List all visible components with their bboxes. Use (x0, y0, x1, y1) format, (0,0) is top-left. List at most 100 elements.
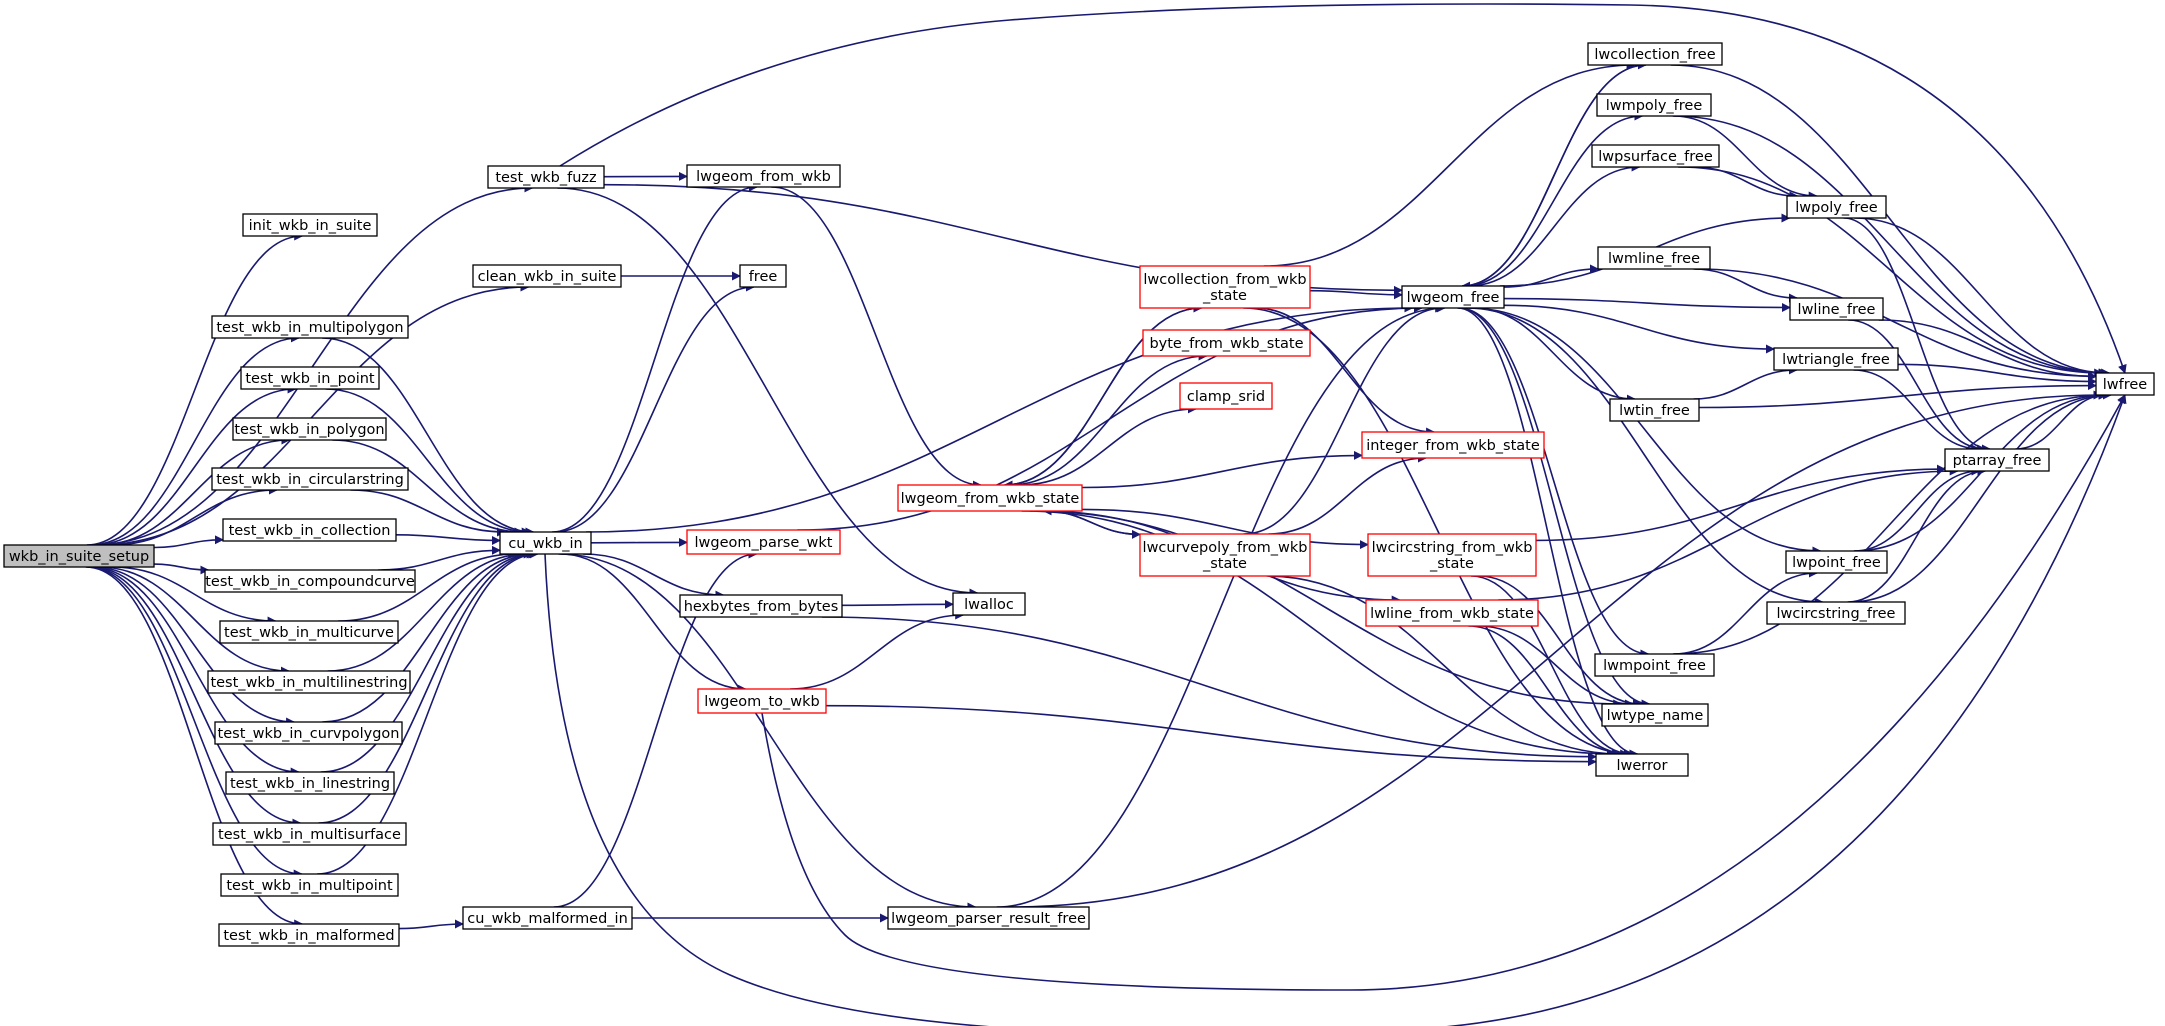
edge-lwgeom_free-to-lwerror (1457, 307, 1639, 759)
node-test-wkb-in-curvpolygon[interactable]: test_wkb_in_curvpolygon (214, 721, 403, 745)
edge-hexbytes_from_bytes-to-lwalloc (841, 599, 954, 609)
node-byte-from-wkb-state[interactable]: byte_from_wkb_state (1142, 329, 1311, 357)
node-lwline-free[interactable]: lwline_free (1789, 297, 1884, 321)
node-lwpsurface-free[interactable]: lwpsurface_free (1591, 144, 1720, 168)
node-box (1179, 382, 1273, 410)
node-label: lwmpoly_free (1606, 98, 1703, 114)
node-box (887, 906, 1090, 930)
node-box (487, 165, 605, 189)
node-free[interactable]: free (739, 264, 787, 288)
node-test-wkb-in-polygon[interactable]: test_wkb_in_polygon (232, 417, 387, 441)
edge-test_wkb_fuzz-to-lwalloc (557, 187, 979, 598)
node-label: test_wkb_in_collection (229, 523, 391, 539)
edge-lwcircstring_free-to-ptarray_free (1847, 466, 1987, 603)
node-lwgeom-parser-result-free[interactable]: lwgeom_parser_result_free (887, 906, 1090, 930)
node-lwerror[interactable]: lwerror (1595, 753, 1689, 777)
edge-lwcollection_from_wkb_state-to-lwerror (1243, 307, 1634, 759)
node-lwcollection-free[interactable]: lwcollection_free (1587, 42, 1723, 66)
node-box (1785, 550, 1888, 574)
node-clamp-srid[interactable]: clamp_srid (1179, 382, 1273, 410)
edge-wkb_in_suite_setup-to-test_wkb_in_multicurve (112, 566, 277, 626)
node-lwcurvepoly-from-wkb-state[interactable]: lwcurvepoly_from_wkb_state (1139, 533, 1311, 577)
node-hexbytes-from-bytes[interactable]: hexbytes_from_bytes (679, 594, 843, 618)
node-lwmpoint-free[interactable]: lwmpoint_free (1594, 653, 1715, 677)
node-test-wkb-in-multipolygon[interactable]: test_wkb_in_multipolygon (211, 315, 409, 339)
node-box (697, 688, 827, 714)
node-test-wkb-in-compoundcurve[interactable]: test_wkb_in_compoundcurve (204, 569, 416, 593)
node-label: ptarray_free (1953, 453, 2042, 469)
node-test-wkb-in-point[interactable]: test_wkb_in_point (240, 366, 380, 390)
node-lwcircstring-free[interactable]: lwcircstring_free (1766, 601, 1906, 625)
edge-wkb_in_suite_setup-to-test_wkb_in_compoundcurve (153, 563, 210, 575)
node-label: test_wkb_in_multilinestring (210, 675, 407, 691)
node-clean-wkb-in-suite[interactable]: clean_wkb_in_suite (472, 264, 622, 288)
node-label: test_wkb_in_multisurface (218, 827, 401, 843)
node-test-wkb-in-multipoint[interactable]: test_wkb_in_multipoint (220, 873, 399, 897)
node-lwpoint-free[interactable]: lwpoint_free (1785, 550, 1888, 574)
node-lwtriangle-free[interactable]: lwtriangle_free (1773, 347, 1899, 371)
node-lwgeom-from-wkb[interactable]: lwgeom_from_wkb (686, 164, 841, 188)
edge-lwcurvepoly_from_wkb_state-to-integer_from_wkb_state (1268, 453, 1427, 535)
node-label: test_wkb_in_multipolygon (216, 320, 403, 336)
edge-test_wkb_in_curvpolygon-to-cu_wkb_in (322, 549, 533, 723)
node-wkb-in-suite-setup[interactable]: wkb_in_suite_setup (3, 544, 155, 568)
node-label: lwcircstring_from_wkb (1372, 540, 1533, 556)
node-cu-wkb-in[interactable]: cu_wkb_in (499, 531, 592, 555)
edge-cu_wkb_malformed_in-to-lwgeom_parse_wkt (553, 549, 758, 908)
node-test-wkb-in-collection[interactable]: test_wkb_in_collection (222, 518, 397, 542)
node-integer-from-wkb-state[interactable]: integer_from_wkb_state (1361, 431, 1545, 459)
edge-wkb_in_suite_setup-to-test_wkb_in_linestring (90, 566, 300, 777)
node-lwcircstring-from-wkb-state[interactable]: lwcircstring_from_wkb_state (1367, 533, 1537, 577)
node-ptarray-free[interactable]: ptarray_free (1944, 448, 2050, 472)
node-lwgeom-to-wkb[interactable]: lwgeom_to_wkb (697, 688, 827, 714)
node-label: clamp_srid (1187, 389, 1265, 405)
node-label: test_wkb_in_multipoint (226, 878, 393, 894)
node-test-wkb-in-multicurve[interactable]: test_wkb_in_multicurve (219, 620, 399, 644)
node-lwcollection-from-wkb-state[interactable]: lwcollection_from_wkb_state (1139, 265, 1311, 309)
node-lwalloc[interactable]: lwalloc (952, 592, 1026, 616)
edge-cu_wkb_in-to-lwfree (544, 394, 2127, 1026)
node-box (219, 620, 399, 644)
edge-wkb_in_suite_setup-to-test_wkb_in_multipolygon (90, 333, 300, 546)
node-lwgeom-parse-wkt[interactable]: lwgeom_parse_wkt (686, 529, 841, 555)
node-cu-wkb-malformed-in[interactable]: cu_wkb_malformed_in (462, 906, 633, 930)
node-init-wkb-in-suite[interactable]: init_wkb_in_suite (242, 213, 378, 237)
node-test-wkb-in-multisurface[interactable]: test_wkb_in_multisurface (212, 822, 407, 846)
node-lwtype-name[interactable]: lwtype_name (1601, 703, 1709, 727)
node-box (462, 906, 633, 930)
node-label: lwcollection_from_wkb (1143, 272, 1306, 288)
edge-lwtriangle_free-to-ptarray_free (1853, 369, 1981, 454)
node-box (1597, 246, 1711, 270)
edge-lwcollection_from_wkb_state-to-lwgeom_free (1309, 289, 1403, 300)
node-test-wkb-in-multilinestring[interactable]: test_wkb_in_multilinestring (207, 670, 411, 694)
node-lwtin-free[interactable]: lwtin_free (1609, 398, 1700, 422)
edge-wkb_in_suite_setup-to-test_wkb_in_multipoint (86, 566, 303, 879)
node-lwgeom-from-wkb-state[interactable]: lwgeom_from_wkb_state (897, 484, 1083, 512)
node-box (214, 721, 403, 745)
node-box (218, 923, 400, 947)
node-box (1367, 533, 1537, 577)
node-label: integer_from_wkb_state (1366, 438, 1540, 454)
edge-hexbytes_from_bytes-to-lwerror (821, 616, 1597, 762)
node-box (220, 873, 399, 897)
node-label: lwgeom_to_wkb (704, 694, 820, 710)
node-label: lwmpoint_free (1603, 658, 1706, 674)
node-test-wkb-in-malformed[interactable]: test_wkb_in_malformed (218, 923, 400, 947)
node-box (1587, 42, 1723, 66)
node-lwmline-free[interactable]: lwmline_free (1597, 246, 1711, 270)
node-box (1789, 297, 1884, 321)
node-lwfree[interactable]: lwfree (2095, 372, 2155, 396)
edge-lwgeom_parser_result_free-to-lwgeom_free (996, 303, 1446, 908)
edge-lwgeom_free-to-lwtype_name (1458, 307, 1651, 709)
node-lwgeom-free[interactable]: lwgeom_free (1401, 285, 1505, 309)
edge-lwcollection_from_wkb_state-to-lwgeom_from_wkb_state (1003, 307, 1202, 490)
node-box (952, 592, 1026, 616)
node-lwline-from-wkb-state[interactable]: lwline_from_wkb_state (1365, 599, 1539, 627)
node-label: lwgeom_parser_result_free (891, 911, 1086, 927)
node-lwmpoly-free[interactable]: lwmpoly_free (1596, 93, 1712, 117)
node-lwpoly-free[interactable]: lwpoly_free (1786, 195, 1887, 219)
node-test-wkb-in-circularstring[interactable]: test_wkb_in_circularstring (211, 467, 409, 491)
node-test-wkb-fuzz[interactable]: test_wkb_fuzz (487, 165, 605, 189)
node-box (1401, 285, 1505, 309)
node-test-wkb-in-linestring[interactable]: test_wkb_in_linestring (225, 771, 395, 795)
